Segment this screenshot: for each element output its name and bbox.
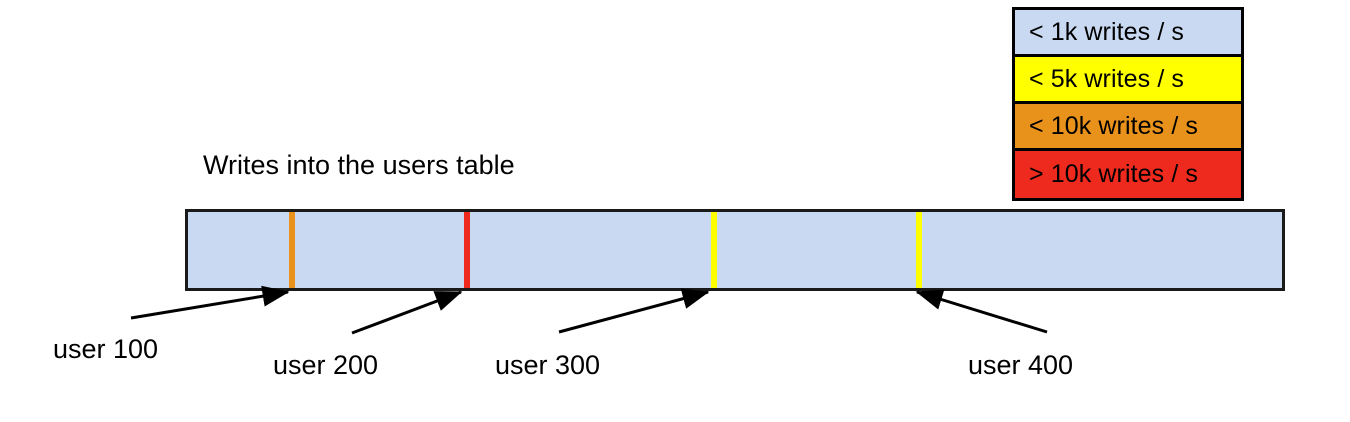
users-table-key-range-bar [185, 209, 1285, 291]
callout-label-user-300: user 300 [495, 350, 601, 380]
legend-row-over-10k: > 10k writes / s [1015, 151, 1241, 198]
chart-title: Writes into the users table [203, 150, 515, 180]
legend-label-under-5k: < 5k writes / s [1029, 64, 1185, 93]
bar-marker-user-200 [464, 212, 470, 288]
legend-row-under-1k: < 1k writes / s [1015, 10, 1241, 57]
callout-arrow-user-100 [130, 285, 290, 320]
bar-marker-user-100 [289, 212, 295, 288]
legend-row-under-5k: < 5k writes / s [1015, 57, 1241, 104]
legend-label-over-10k: > 10k writes / s [1029, 160, 1199, 188]
callout-label-user-200: user 200 [273, 350, 379, 380]
callout-label-user-400: user 400 [968, 350, 1074, 380]
write-rate-legend: < 1k writes / s < 5k writes / s < 10k wr… [1012, 7, 1244, 201]
callout-arrow-user-400 [915, 289, 1048, 334]
callout-arrow-user-200 [351, 290, 463, 335]
legend-row-under-10k: < 10k writes / s [1015, 104, 1241, 151]
callout-arrow-user-300 [558, 288, 710, 334]
callout-label-user-100: user 100 [53, 334, 159, 364]
legend-label-under-1k: < 1k writes / s [1029, 17, 1185, 46]
bar-marker-user-400 [916, 212, 922, 288]
bar-marker-user-300 [711, 212, 717, 288]
legend-label-under-10k: < 10k writes / s [1029, 111, 1199, 140]
